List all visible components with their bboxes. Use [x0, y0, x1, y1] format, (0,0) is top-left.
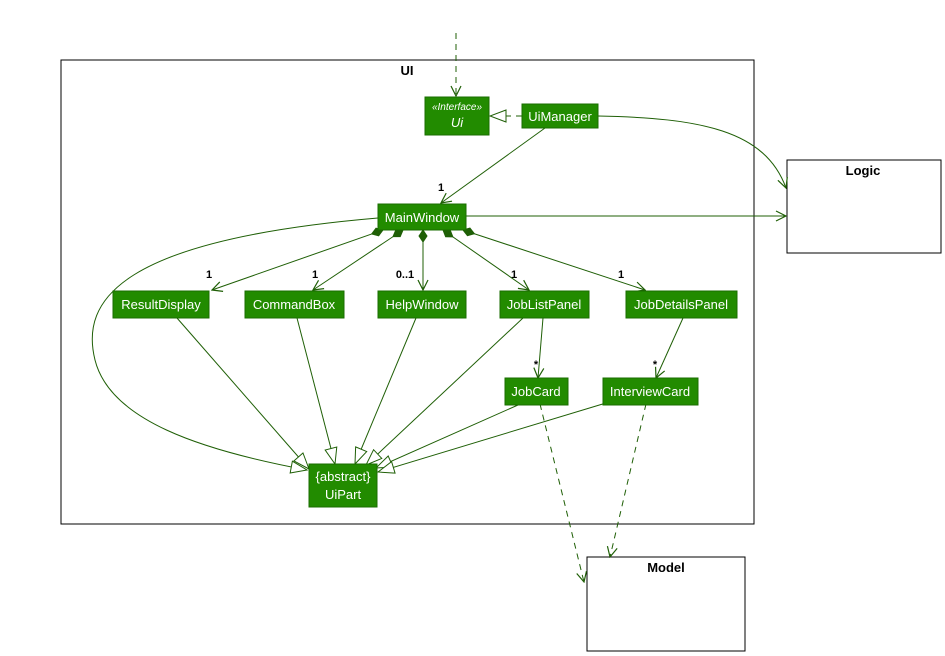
edge-helpwindow-extends-uipart	[355, 317, 417, 464]
class-resultdisplay[interactable]: ResultDisplay	[112, 290, 210, 319]
class-helpwindow[interactable]: HelpWindow	[377, 290, 467, 319]
package-ui-title: UI	[401, 63, 414, 78]
edge-joblistpanel-to-jobcard	[538, 317, 543, 378]
package-logic: Logic	[786, 159, 942, 254]
edges	[91, 33, 786, 582]
interviewcard-label: InterviewCard	[610, 384, 690, 399]
package-logic-title: Logic	[846, 163, 881, 178]
ui-interface-name: Ui	[451, 115, 464, 130]
mainwindow-label: MainWindow	[385, 210, 460, 225]
edge-mainwindow-to-jobdetailspanel	[463, 230, 645, 290]
multiplicity-jobdetailspanel: 1	[618, 269, 624, 281]
multiplicity-jobcard: *	[534, 359, 539, 371]
class-jobdetailspanel[interactable]: JobDetailsPanel	[625, 290, 738, 319]
class-joblistpanel[interactable]: JobListPanel	[499, 290, 590, 319]
edge-interviewcard-to-model	[610, 403, 647, 557]
edge-commandbox-extends-uipart	[296, 317, 335, 464]
uipart-stereotype: {abstract}	[316, 469, 372, 484]
resultdisplay-label: ResultDisplay	[121, 297, 201, 312]
edge-mainwindow-extends-uipart	[91, 217, 379, 470]
jobdetailspanel-label: JobDetailsPanel	[634, 297, 728, 312]
class-jobcard[interactable]: JobCard	[504, 377, 569, 406]
ui-interface-stereotype: «Interface»	[432, 102, 482, 113]
multiplicity-resultdisplay: 1	[206, 269, 212, 281]
package-model-frame	[586, 556, 746, 652]
helpwindow-label: HelpWindow	[386, 297, 460, 312]
multiplicity-labels: 1 1 1 0..1 1 1 * *	[206, 182, 658, 371]
uipart-label: UiPart	[325, 487, 362, 502]
edge-mainwindow-to-commandbox	[313, 230, 403, 290]
class-uipart[interactable]: {abstract} UiPart	[308, 463, 378, 508]
package-model: Model	[586, 556, 746, 652]
multiplicity-commandbox: 1	[312, 269, 318, 281]
multiplicity-joblistpanel: 1	[511, 269, 517, 281]
jobcard-label: JobCard	[511, 384, 560, 399]
edge-interviewcard-extends-uipart	[378, 402, 607, 472]
multiplicity-interviewcard: *	[653, 359, 658, 371]
edge-uimanager-to-mainwindow	[441, 127, 546, 203]
class-interviewcard[interactable]: InterviewCard	[602, 377, 699, 406]
class-ui-interface[interactable]: «Interface» Ui	[424, 96, 490, 136]
class-uimanager[interactable]: UiManager	[521, 103, 599, 129]
class-mainwindow[interactable]: MainWindow	[377, 203, 467, 231]
package-logic-frame	[786, 159, 942, 254]
uimanager-label: UiManager	[528, 109, 592, 124]
multiplicity-helpwindow: 0..1	[396, 269, 414, 281]
edge-uimanager-to-logic	[597, 115, 786, 188]
joblistpanel-label: JobListPanel	[507, 297, 582, 312]
edge-resultdisplay-extends-uipart	[176, 317, 309, 469]
multiplicity-mainwindow: 1	[438, 182, 444, 194]
commandbox-label: CommandBox	[253, 297, 336, 312]
edge-jobcard-to-model	[539, 403, 584, 582]
edge-joblistpanel-extends-uipart	[366, 317, 524, 465]
edge-jobcard-extends-uipart	[376, 404, 519, 468]
edge-jobdetailspanel-to-interviewcard	[656, 317, 684, 378]
package-model-title: Model	[647, 560, 685, 575]
class-commandbox[interactable]: CommandBox	[244, 290, 345, 319]
